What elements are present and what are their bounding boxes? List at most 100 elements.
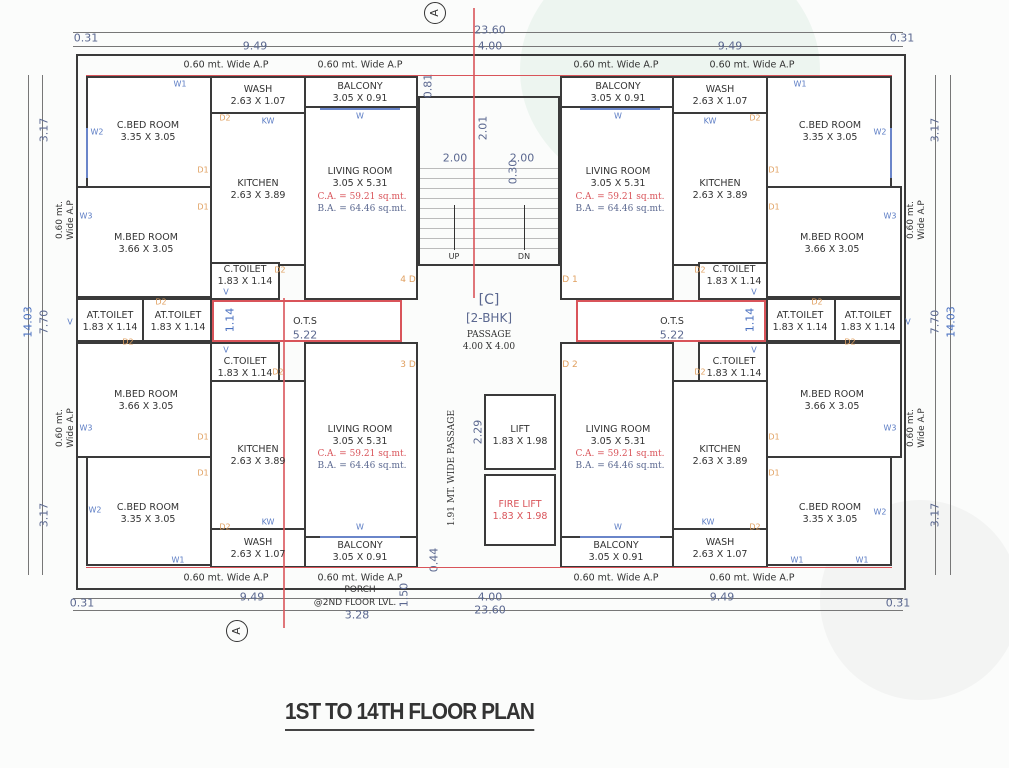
window-tag: KW bbox=[701, 517, 715, 527]
window-tag: W bbox=[356, 522, 364, 532]
lift-size: 1.83 X 1.98 bbox=[492, 436, 548, 447]
c-bed-name: C.BED ROOM bbox=[798, 120, 862, 131]
dim-mid-depth-l: 7.70 bbox=[37, 309, 51, 335]
room-balcony-br bbox=[560, 536, 674, 568]
room-c-bed-br bbox=[766, 456, 892, 566]
c-bed-name: C.BED ROOM bbox=[116, 502, 180, 513]
door-tag: D2 bbox=[122, 337, 134, 347]
door-tag: D 2 bbox=[562, 360, 578, 370]
stair-up-label: UP bbox=[448, 252, 460, 261]
kitchen-name: KITCHEN bbox=[699, 444, 741, 455]
door-tag: D1 bbox=[768, 468, 780, 478]
ap-label: 0.60 mt. Wide A.P bbox=[317, 59, 403, 71]
window-tag: W1 bbox=[855, 555, 869, 565]
at-toilet-size: 1.83 X 1.14 bbox=[772, 322, 828, 333]
living-ca: C.A. = 59.21 sq.mt. bbox=[575, 449, 665, 459]
living-name: LIVING ROOM bbox=[585, 424, 651, 435]
dim-wing-left-b: 9.49 bbox=[239, 590, 265, 604]
dim-line-right bbox=[950, 75, 951, 575]
ap-vertical-r3: 0.60 mt. bbox=[906, 408, 916, 448]
dim-wing-right-b: 9.49 bbox=[709, 590, 735, 604]
balcony-name: BALCONY bbox=[595, 81, 641, 92]
room-ots-l bbox=[212, 300, 402, 342]
c-bed-size: 3.35 X 3.05 bbox=[120, 132, 176, 143]
door-tag: D2 bbox=[272, 367, 284, 377]
unit-type-code: [C] bbox=[478, 292, 500, 308]
ap-label: 0.60 mt. Wide A.P bbox=[183, 59, 269, 71]
room-at-toilet-l1 bbox=[76, 298, 144, 342]
c-toilet-name: C.TOILET bbox=[223, 264, 267, 275]
door-tag: 4 D bbox=[400, 275, 416, 285]
ap-vertical-r2: Wide A.P bbox=[917, 200, 927, 240]
stair-dim-right: 2.00 bbox=[509, 151, 535, 165]
door-tag: D2 bbox=[811, 297, 823, 307]
ap-vertical-l3: 0.60 mt. bbox=[55, 408, 65, 448]
window-tag: W bbox=[356, 111, 364, 121]
living-name: LIVING ROOM bbox=[327, 424, 393, 435]
ap-label: 0.60 mt. Wide A.P bbox=[709, 59, 795, 71]
dim-total-width: 23.60 bbox=[474, 23, 506, 37]
fire-lift bbox=[484, 474, 556, 546]
axis-bottom bbox=[86, 567, 892, 568]
living-ba: B.A. = 64.46 sq.mt. bbox=[575, 461, 665, 471]
balcony-name: BALCONY bbox=[593, 540, 639, 551]
window bbox=[320, 536, 400, 538]
dim-end-depth-bl: 3.17 bbox=[37, 502, 51, 528]
stair-dim-tread: 0.30 bbox=[506, 159, 520, 185]
porch-line2: @2ND FLOOR LVL. bbox=[313, 598, 397, 608]
room-m-bed-tr bbox=[766, 186, 902, 298]
at-toilet-size: 1.83 X 1.14 bbox=[150, 322, 206, 333]
window bbox=[580, 536, 660, 538]
window-tag: W bbox=[614, 522, 622, 532]
window-tag: W1 bbox=[793, 79, 807, 89]
door-tag: D1 bbox=[197, 202, 209, 212]
kitchen-name: KITCHEN bbox=[699, 178, 741, 189]
m-bed-name: M.BED ROOM bbox=[114, 389, 178, 400]
section-marker-bottom: A bbox=[226, 620, 248, 642]
balcony-name: BALCONY bbox=[337, 81, 383, 92]
wash-size: 2.63 X 1.07 bbox=[230, 549, 286, 560]
dim-line-top bbox=[73, 32, 903, 33]
c-toilet-name: C.TOILET bbox=[712, 356, 756, 367]
room-ots-r bbox=[576, 300, 766, 342]
door-tag: D2 bbox=[219, 522, 231, 532]
dim-wing-left: 9.49 bbox=[242, 39, 268, 53]
window-tag: W3 bbox=[883, 211, 897, 221]
fire-lift-name: FIRE LIFT bbox=[498, 499, 542, 510]
dim-total-width-b: 23.60 bbox=[474, 603, 506, 617]
dim-line-bottom2 bbox=[73, 610, 903, 611]
room-c-toilet-br bbox=[698, 342, 768, 382]
balcony-size: 3.05 X 0.91 bbox=[590, 93, 646, 104]
vent-tag: V bbox=[751, 345, 757, 355]
stair-dim-top: 0.81 bbox=[421, 73, 435, 99]
window bbox=[320, 108, 400, 110]
room-living-tr bbox=[560, 106, 674, 300]
balcony-size: 3.05 X 0.91 bbox=[588, 552, 644, 563]
c-toilet-size: 1.83 X 1.14 bbox=[217, 276, 273, 287]
ap-vertical-l4: Wide A.P bbox=[66, 408, 76, 448]
ap-label: 0.60 mt. Wide A.P bbox=[573, 572, 659, 584]
window-tag: KW bbox=[261, 116, 275, 126]
kitchen-size: 2.63 X 3.89 bbox=[230, 190, 286, 201]
c-toilet-size: 1.83 X 1.14 bbox=[706, 368, 762, 379]
room-living-bl bbox=[304, 342, 418, 538]
living-size: 3.05 X 5.31 bbox=[332, 178, 388, 189]
vent-tag: V bbox=[223, 287, 229, 297]
kitchen-size: 2.63 X 3.89 bbox=[692, 456, 748, 467]
window-tag: KW bbox=[261, 517, 275, 527]
fire-lift-size: 1.83 X 1.98 bbox=[492, 511, 548, 522]
window-tag: W1 bbox=[171, 555, 185, 565]
room-at-toilet-r2 bbox=[834, 298, 902, 342]
room-at-toilet-r1 bbox=[766, 298, 836, 342]
room-wash-br bbox=[672, 528, 768, 568]
section-line bbox=[473, 8, 475, 298]
dim-end-depth-tl: 3.17 bbox=[37, 117, 51, 143]
stair-dim-left: 2.00 bbox=[442, 151, 468, 165]
living-ca: C.A. = 59.21 sq.mt. bbox=[317, 192, 407, 202]
door-tag: D1 bbox=[197, 468, 209, 478]
wash-name: WASH bbox=[243, 537, 273, 548]
section-marker-top: A bbox=[424, 2, 446, 24]
at-toilet-name: AT.TOILET bbox=[776, 310, 824, 321]
ap-vertical-r4: Wide A.P bbox=[917, 408, 927, 448]
porch-depth: 1.50 bbox=[397, 582, 411, 608]
